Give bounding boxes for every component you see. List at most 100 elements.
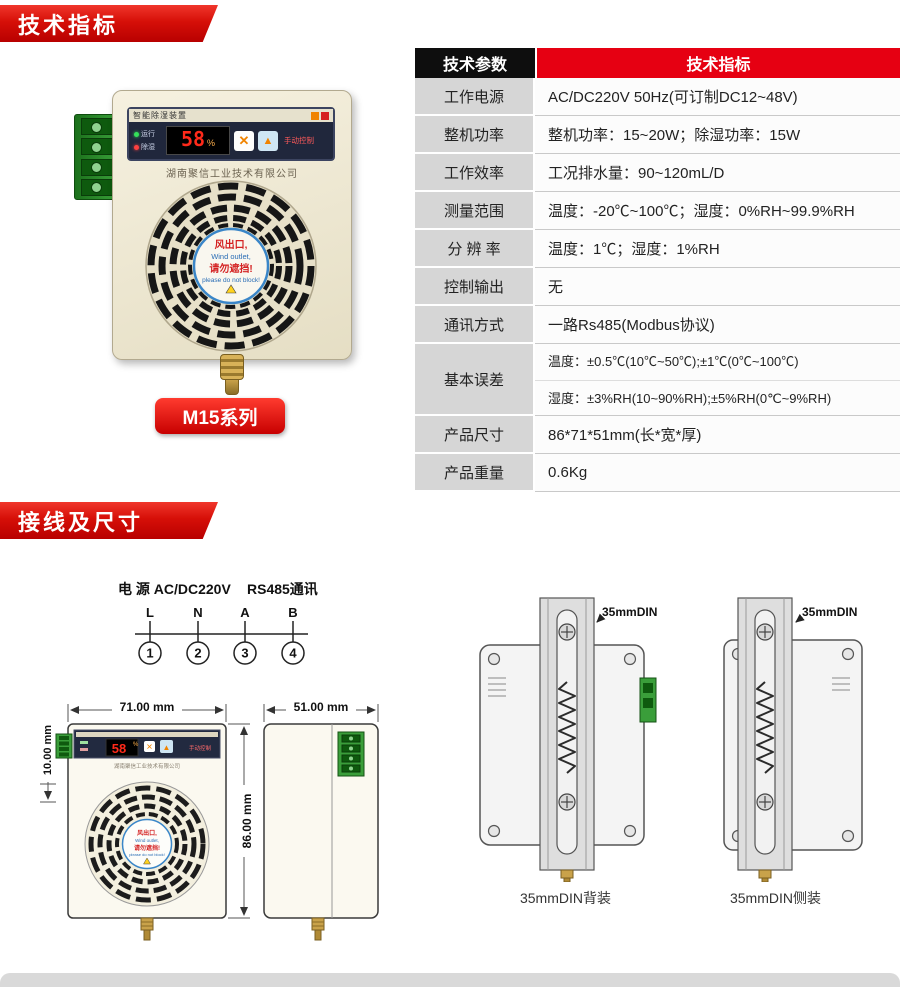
terminal-block-mini — [55, 733, 73, 759]
run-label: 运行 — [141, 131, 155, 138]
spring-clip-icon — [756, 681, 774, 774]
mini-x-button: ✕ — [146, 743, 153, 752]
table-row: 分 辨 率 温度：1℃；湿度：1%RH — [415, 230, 900, 268]
mini-display-value: 58 — [112, 741, 126, 756]
section-banner-wiring: 接线及尺寸 — [0, 502, 218, 539]
terminal-circle — [281, 641, 305, 665]
panel-top-strip: 智能除湿装置 — [129, 109, 333, 122]
fan-grille-rings — [147, 182, 315, 350]
terminal-screw — [81, 178, 113, 196]
table-row: 控制输出 无 — [415, 268, 900, 306]
spec-value: 无 — [535, 268, 900, 306]
fan-label-cn1: 风出口, — [215, 238, 248, 251]
red-square-icon — [321, 111, 329, 120]
vent-slots — [488, 677, 506, 697]
panel-main: 运行 除湿 58 % ✕ ▲ 手动控制 — [129, 122, 333, 155]
spec-value: 温度：-20℃~100℃；湿度：0%RH~99.9%RH — [535, 192, 900, 230]
terminal-number: 1 — [146, 646, 153, 661]
din-rail-label: 35mmDIN — [602, 605, 657, 619]
fan-grille: 风出口, Wind outlet, 请勿遮挡! please do not bl… — [145, 180, 317, 352]
manual-control-label: 手动控制 — [284, 136, 314, 145]
mini-company-name: 湖南聚信工业技术有限公司 — [114, 762, 180, 770]
series-badge: M15系列 — [155, 398, 285, 434]
terminal-letter: A — [240, 605, 250, 620]
table-row: 整机功率 整机功率：15~20W；除湿功率：15W — [415, 116, 900, 154]
humidity-display: 58 % — [166, 126, 230, 155]
mini-fan-label-en2: please do not block! — [129, 852, 165, 857]
footer-bar — [0, 973, 900, 987]
din-back-caption: 35mmDIN背装 — [519, 890, 611, 906]
terminal-circle — [186, 641, 210, 665]
side-connector — [639, 677, 657, 723]
din-side-mount-drawing: 35mmDIN — [723, 597, 863, 882]
terminal-screw — [81, 138, 113, 156]
spec-param: 测量范围 — [415, 192, 535, 230]
spec-value: 86*71*51mm(长*宽*厚) — [535, 416, 900, 454]
din-back-mount-drawing: 35mmDIN — [479, 597, 657, 882]
terminal-screw — [81, 118, 113, 136]
fan-label-cn2: 请勿遮挡! — [209, 262, 252, 275]
din-label-arrow — [596, 613, 606, 623]
drain-nozzle — [220, 354, 244, 395]
run-led-icon — [134, 131, 139, 137]
panel-title: 智能除湿装置 — [133, 111, 187, 120]
spec-param: 整机功率 — [415, 116, 535, 154]
spring-clip-icon — [558, 681, 576, 774]
terminal-circle — [233, 641, 257, 665]
dehumid-led-icon — [134, 144, 139, 150]
spec-value-line2: 湿度：±3%RH(10~90%RH);±5%RH(0℃~9%RH) — [535, 380, 900, 417]
section-banner-specs-label: 技术指标 — [18, 12, 119, 38]
comm-label: RS485通讯 — [247, 581, 318, 597]
header-param: 技术参数 — [415, 48, 537, 78]
mini-manual-label: 手动控制 — [189, 744, 212, 752]
indicator-group: 运行 除湿 — [134, 129, 162, 152]
depth-dim-label: 51.00 mm — [294, 700, 349, 714]
wind-outlet-label-circle — [192, 227, 270, 305]
spec-value: 温度：±0.5℃(10℃~50℃);±1℃(0℃~100℃) 湿度：±3%RH(… — [535, 344, 900, 416]
spec-value: 一路Rs485(Modbus协议) — [535, 306, 900, 344]
wiring-diagram: 电 源 AC/DC220V RS485通讯 L N A B 1 2 3 4 — [118, 581, 318, 665]
table-row: 工作效率 工况排水量：90~120mL/D — [415, 154, 900, 192]
din-rail-label: 35mmDIN — [802, 605, 857, 619]
table-row: 基本误差 温度：±0.5℃(10℃~50℃);±1℃(0℃~100℃) 湿度：±… — [415, 344, 900, 416]
drain-nozzle-tip — [225, 379, 239, 395]
terminal-number: 2 — [194, 646, 201, 661]
table-row: 测量范围 温度：-20℃~100℃；湿度：0%RH~99.9%RH — [415, 192, 900, 230]
din-label-arrow — [795, 613, 805, 623]
terminal-letter: N — [193, 605, 202, 620]
wiring-bus — [135, 621, 308, 642]
warning-triangle-icon — [225, 284, 237, 294]
fan-label-en1: Wind outlet, — [211, 252, 251, 261]
spec-param: 工作电源 — [415, 78, 535, 116]
rail-screw-top — [558, 623, 576, 641]
spec-value-line1: 温度：±0.5℃(10℃~50℃);±1℃(0℃~100℃) — [548, 354, 799, 369]
power-label: 电 源 AC/DC220V — [118, 581, 231, 597]
vent-slots — [832, 677, 850, 691]
product-photo: 智能除湿装置 运行 除湿 58 % ✕ ▲ 手动控制 — [60, 82, 410, 442]
din-rail — [737, 597, 793, 871]
spec-param: 通讯方式 — [415, 306, 535, 344]
display-unit: % — [207, 138, 216, 148]
spec-table-header: 技术参数 技术指标 — [415, 48, 900, 78]
company-name: 湖南聚信工业技术有限公司 — [166, 169, 298, 180]
din-rail — [539, 597, 595, 871]
header-value: 技术指标 — [537, 48, 900, 78]
mini-warning-triangle-icon — [143, 857, 151, 865]
side-view-drawing: 51.00 mm — [263, 700, 379, 941]
mini-fan-label-en1: Wind outlet, — [135, 838, 159, 843]
rail-screw-bottom — [756, 793, 774, 811]
orange-square-icon — [311, 111, 319, 120]
terminal-dim-label: 10.00 mm — [42, 725, 54, 775]
width-dim-label: 71.00 mm — [120, 700, 175, 714]
din-side-caption: 35mmDIN侧装 — [729, 890, 821, 906]
fan-label-en2: please do not block! — [202, 277, 260, 284]
fan-symbol-button: ▲ — [258, 130, 278, 151]
spec-param: 分 辨 率 — [415, 230, 535, 268]
terminal-block-side — [337, 731, 365, 777]
spec-param: 产品重量 — [415, 454, 535, 492]
front-view-drawing: 71.00 mm 86.00 mm 10.00 mm — [40, 700, 254, 941]
spec-value: 整机功率：15~20W；除湿功率：15W — [535, 116, 900, 154]
spec-param: 工作效率 — [415, 154, 535, 192]
dehumid-label: 除湿 — [141, 144, 155, 151]
